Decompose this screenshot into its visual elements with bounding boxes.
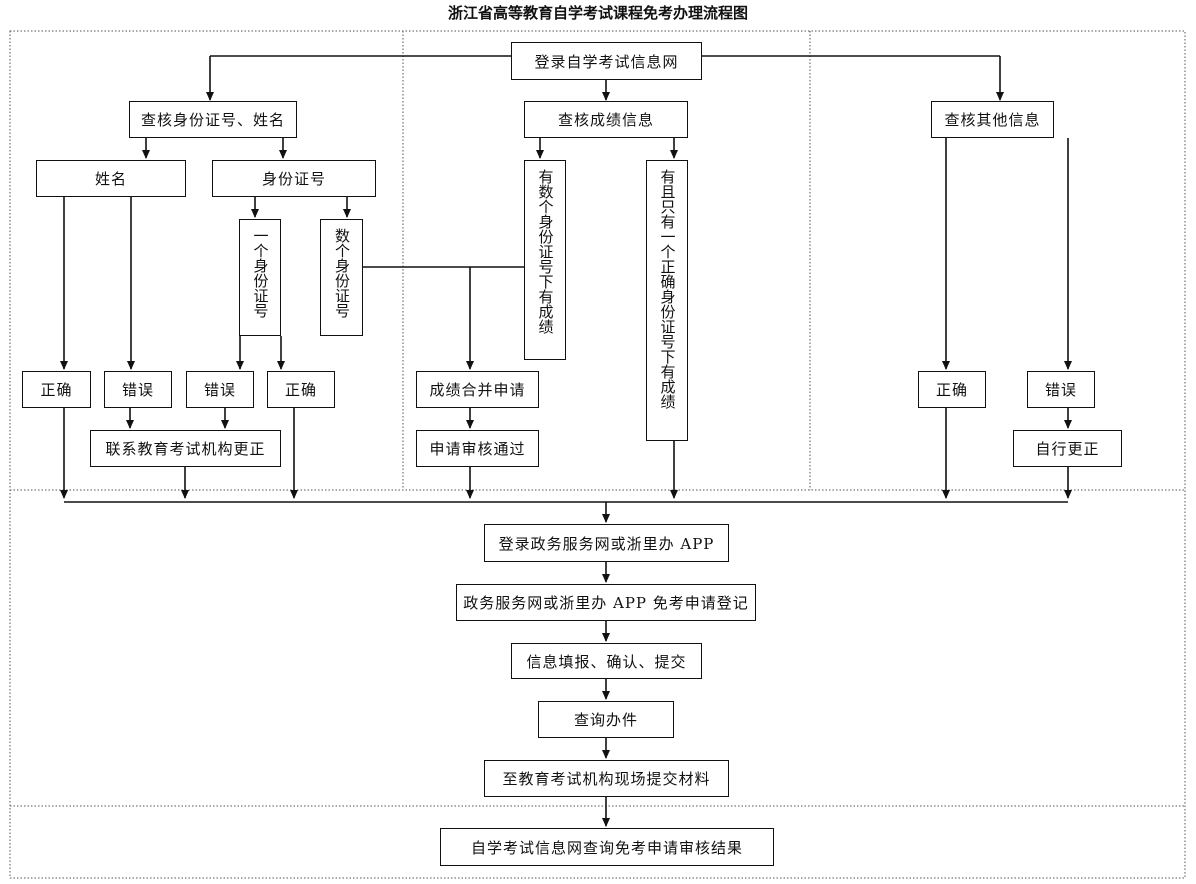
node-name-correct: 正确: [22, 371, 91, 408]
node-single-correct-id-scores: 有且只有一个正确身份证号下有成绩: [646, 160, 688, 441]
node-check-other: 查核其他信息: [931, 101, 1054, 138]
node-check-scores: 查核成绩信息: [524, 101, 688, 138]
node-login-gov: 登录政务服务网或浙里办 APP: [484, 524, 729, 562]
node-apply-approved: 申请审核通过: [416, 430, 539, 467]
node-one-id: 一个身份证号: [239, 219, 281, 336]
node-query-progress: 查询办件: [538, 701, 674, 738]
node-multi-id: 数个身份证号: [320, 219, 363, 336]
node-id-error: 错误: [186, 371, 254, 408]
node-check-id-name: 查核身份证号、姓名: [129, 101, 297, 138]
node-merge-apply: 成绩合并申请: [416, 371, 539, 408]
node-other-error: 错误: [1027, 371, 1095, 408]
section-frames: [9, 30, 1186, 879]
node-gov-register: 政务服务网或浙里办 APP 免考申请登记: [456, 584, 756, 621]
node-id-correct: 正确: [267, 371, 335, 408]
node-id-number: 身份证号: [212, 160, 376, 197]
node-multi-id-scores: 有数个身份证号下有成绩: [524, 160, 566, 360]
node-self-correct: 自行更正: [1013, 430, 1122, 467]
node-name-error: 错误: [104, 371, 172, 408]
node-submit-materials: 至教育考试机构现场提交材料: [484, 760, 729, 797]
page-title: 浙江省高等教育自学考试课程免考办理流程图: [447, 4, 748, 22]
node-query-result: 自学考试信息网查询免考申请审核结果: [440, 828, 774, 866]
node-name: 姓名: [36, 160, 186, 197]
node-fill-info: 信息填报、确认、提交: [511, 643, 702, 679]
node-contact-org: 联系教育考试机构更正: [90, 430, 281, 467]
node-login-site: 登录自学考试信息网: [511, 42, 702, 80]
node-other-correct: 正确: [918, 371, 986, 408]
